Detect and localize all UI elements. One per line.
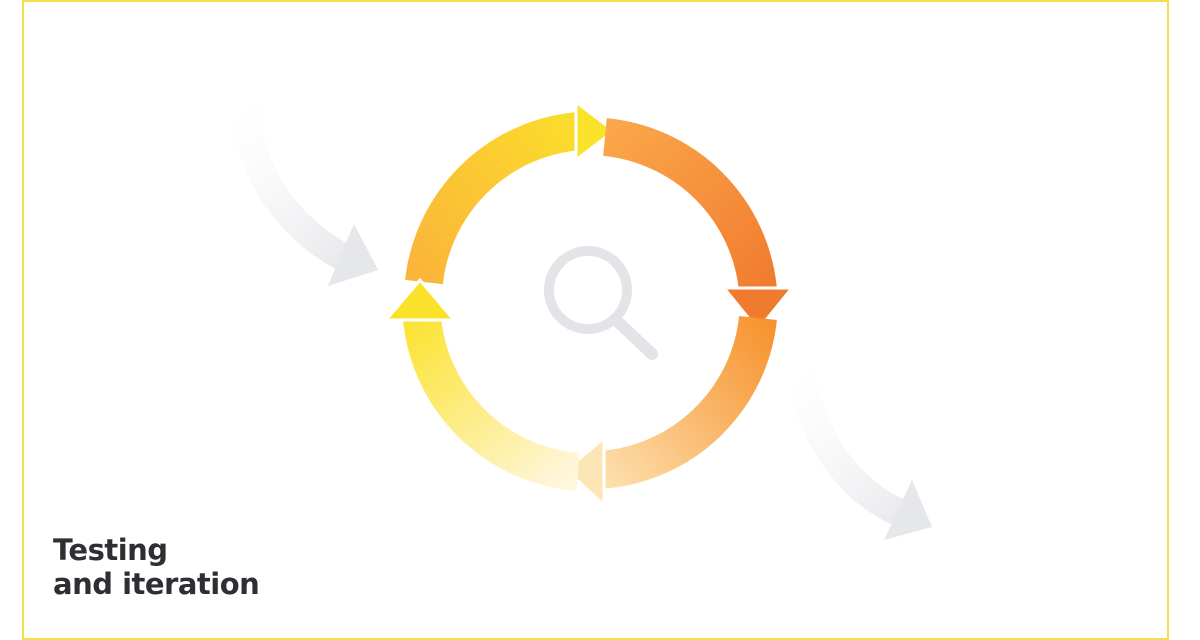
cycle-arrows (384, 100, 794, 507)
card-frame (22, 0, 1169, 640)
cycle-arrow-right (602, 118, 794, 332)
caption-line-1: Testing (53, 533, 168, 567)
cycle-arrow-bottom (564, 315, 777, 507)
outgoing-arrow-icon (786, 369, 932, 540)
cycle-arrow-top (405, 100, 616, 285)
diagram-caption: Testing and iteration (53, 533, 260, 601)
caption-line-2: and iteration (53, 567, 260, 601)
cycle-arrow-left (384, 278, 580, 491)
incoming-arrow-icon (231, 103, 378, 286)
magnifying-glass-icon (544, 246, 658, 360)
